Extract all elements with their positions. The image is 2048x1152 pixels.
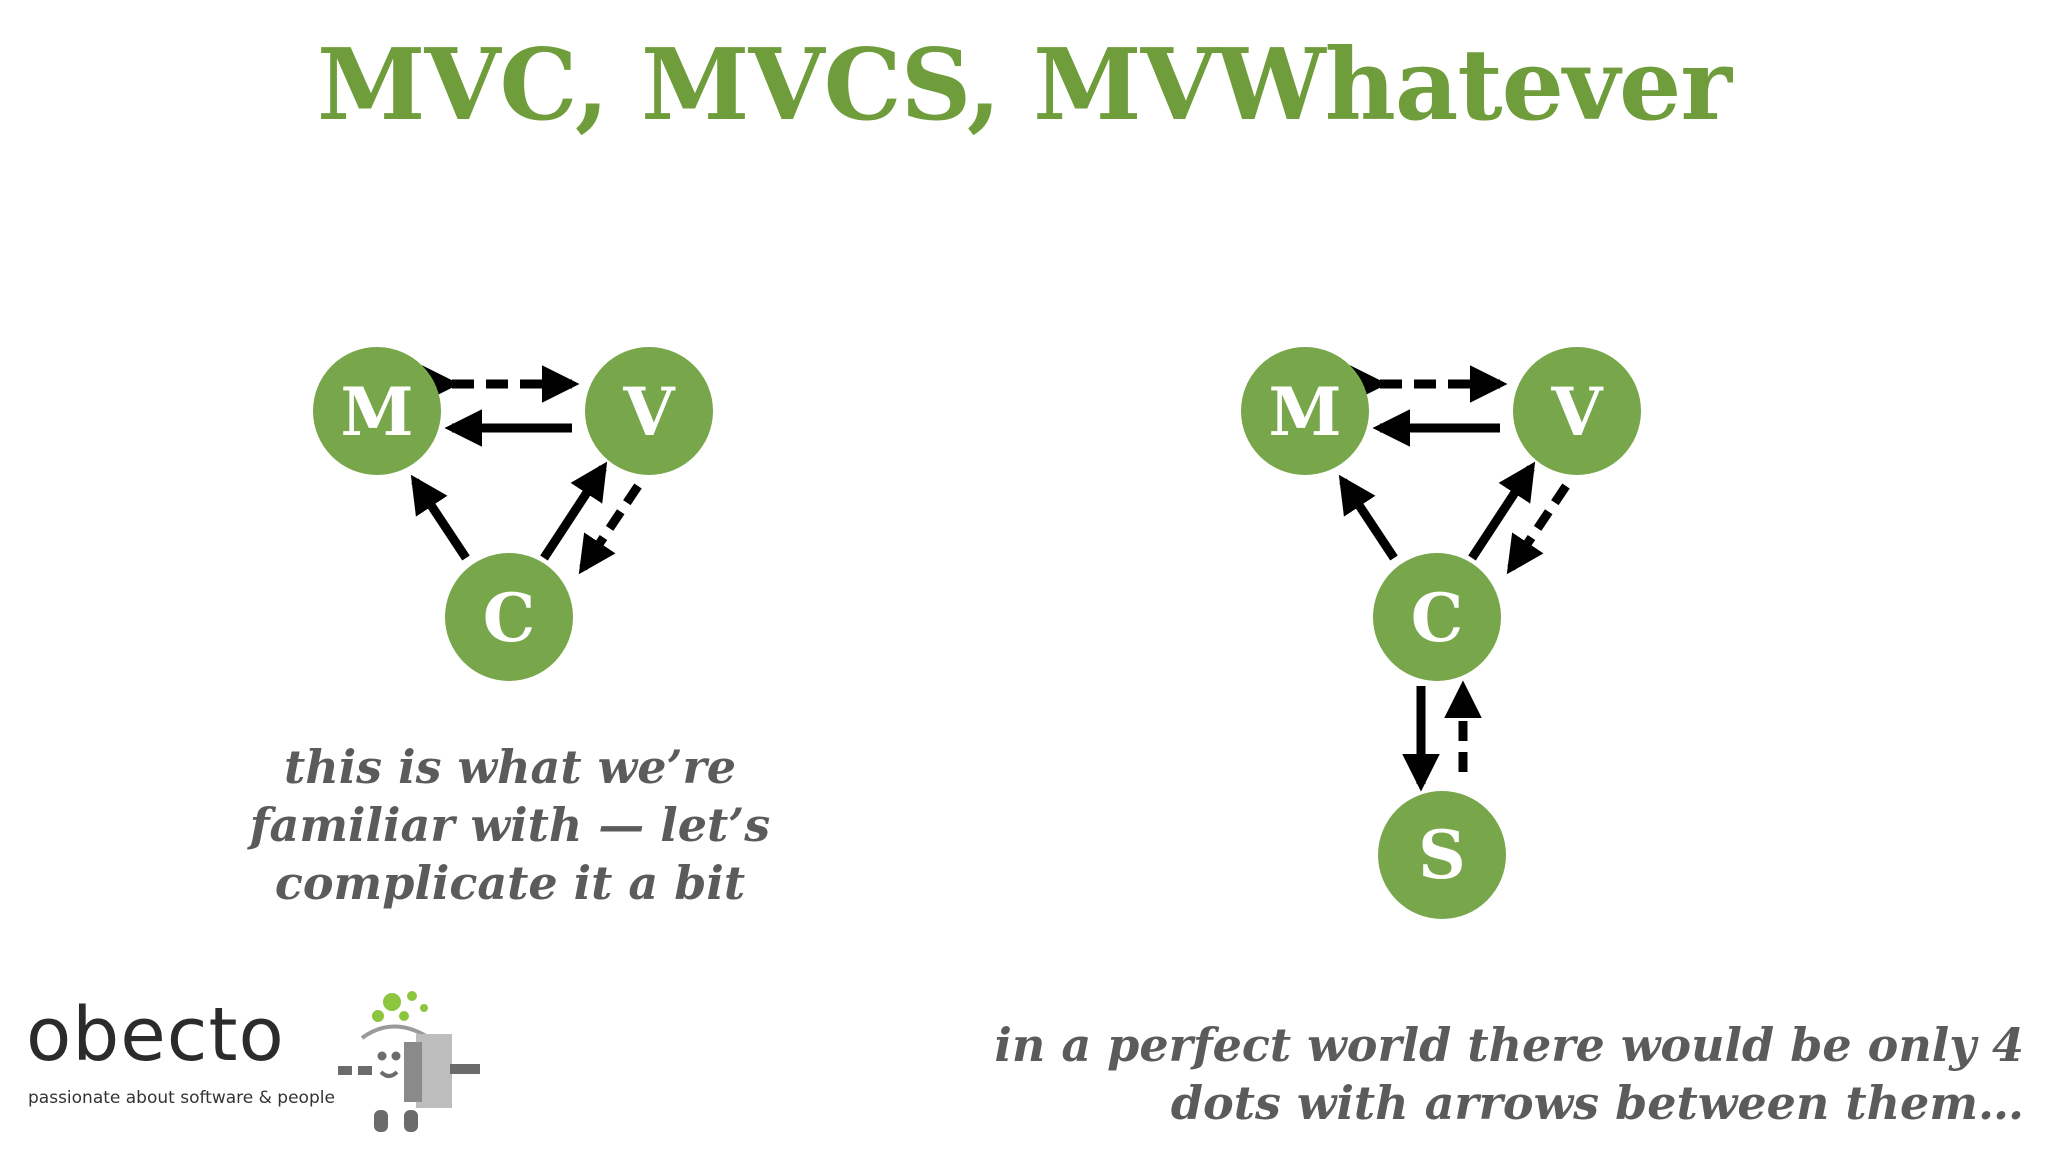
node-v-label: V [622,373,676,451]
arrow-c-to-v [540,461,608,561]
arrow-v-to-c-dashed [578,483,642,575]
node-v-label: V [1550,373,1604,451]
caption-left: this is what we’re familiar with — let’s… [180,738,840,912]
caption-left-line: complicate it a bit [274,856,746,910]
arrow-c-to-m [1338,474,1398,561]
node-m-label: M [1268,373,1341,451]
node-v [585,347,713,475]
caption-right-line: dots with arrows between them… [1170,1076,2024,1130]
node-c-label: C [483,579,536,657]
caption-left-line: this is what we’re [284,740,736,794]
node-m [1241,347,1369,475]
obecto-logo: obecto passionate about software & peopl… [26,990,480,1140]
obecto-mascot-icon [338,991,480,1132]
diagram-left: M V C [313,347,713,681]
node-s-label: S [1418,816,1466,894]
arrow-v-to-c-dashed [1506,483,1570,575]
caption-right-line: in a perfect world there would be only 4 [994,1018,2024,1072]
logo-wordmark: obecto [26,992,285,1078]
caption-left-line: familiar with — let’s [249,798,771,852]
node-c [445,553,573,681]
node-c [1373,553,1501,681]
node-c-label: C [1411,579,1464,657]
caption-right: in a perfect world there would be only 4… [904,1016,2024,1132]
node-v [1513,347,1641,475]
node-m-label: M [340,373,413,451]
arrow-c-to-m [410,474,470,561]
arrow-c-to-v [1468,461,1536,561]
logo-tagline: passionate about software & people [28,1088,335,1108]
node-s [1378,791,1506,919]
node-m [313,347,441,475]
diagram-right: M V C S [1241,347,1641,919]
slide-title: MVC, MVCS, MVWhatever [317,28,1732,143]
